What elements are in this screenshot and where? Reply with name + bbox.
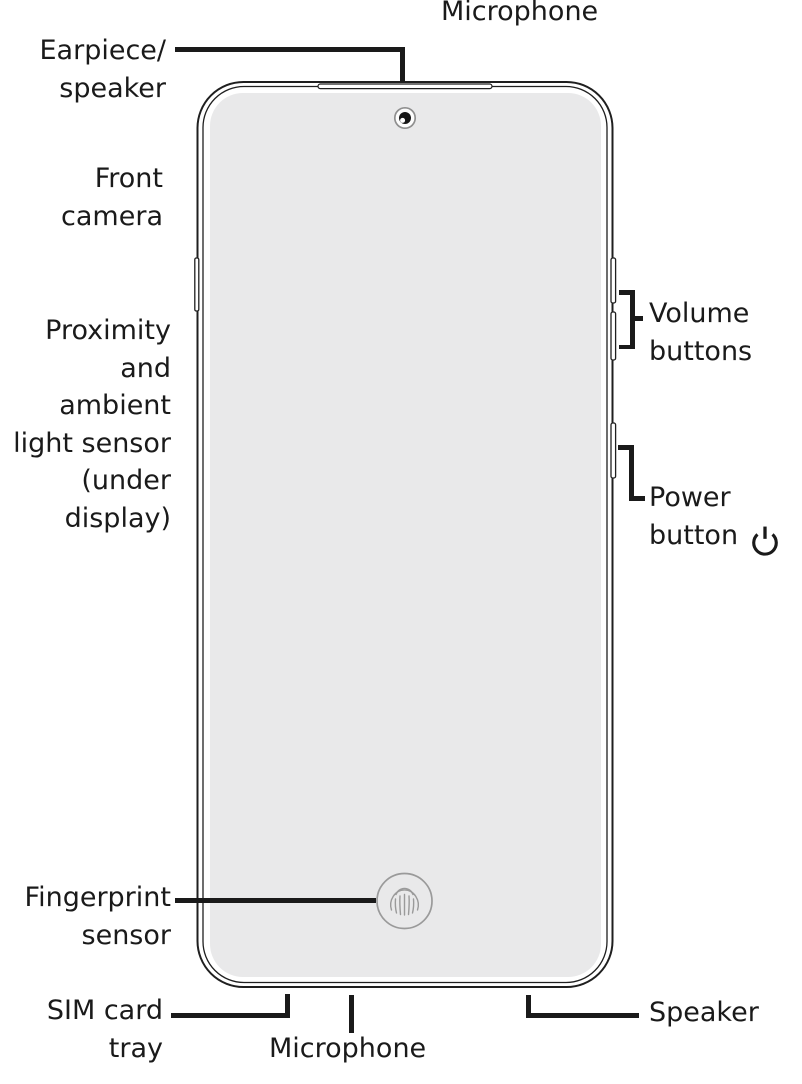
leader-sim-h <box>171 1013 290 1018</box>
leader-speaker-h <box>526 1013 639 1018</box>
label-microphone-bottom: Microphone <box>269 1033 427 1064</box>
power-bracket-top <box>618 445 634 450</box>
label-microphone-top: Microphone <box>441 0 599 27</box>
leader-speaker-v <box>526 995 531 1018</box>
leader-microphone-bottom <box>349 995 354 1033</box>
label-proximity-sensor: Proximity and ambient light sensor (unde… <box>13 315 171 534</box>
volume-bracket-mid <box>634 316 643 321</box>
label-sim-card-tray: SIM card tray <box>46 995 163 1064</box>
label-earpiece-speaker: Earpiece/ speaker <box>39 35 166 104</box>
fingerprint-icon <box>390 887 419 916</box>
label-front-camera: Front camera <box>61 163 163 232</box>
leader-earpiece-h <box>175 47 405 52</box>
leader-earpiece-v <box>400 47 405 82</box>
camera-lens-pupil <box>399 112 411 124</box>
label-fingerprint-sensor: Fingerprint sensor <box>24 882 171 951</box>
volume-up-button <box>610 257 617 304</box>
fingerprint-sensor-ring <box>376 872 433 930</box>
earpiece-slit <box>317 83 493 90</box>
leader-fingerprint <box>175 898 376 903</box>
power-side-button <box>610 422 617 479</box>
leader-sim-v <box>285 994 290 1018</box>
volume-bracket-vert <box>630 290 635 349</box>
left-edge-tray-seam <box>194 257 200 312</box>
label-speaker: Speaker <box>649 997 759 1028</box>
camera-lens-highlight <box>400 117 406 123</box>
phone-screen <box>210 93 601 977</box>
label-volume-buttons: Volume buttons <box>649 298 753 367</box>
volume-down-button <box>610 311 617 361</box>
power-bracket-bottom <box>633 496 645 501</box>
volume-bracket-bottom <box>619 344 635 349</box>
label-power-button: Power button <box>649 482 739 551</box>
power-bracket-vert <box>629 445 634 501</box>
volume-bracket-top <box>619 290 635 295</box>
power-standby-icon <box>752 526 778 556</box>
